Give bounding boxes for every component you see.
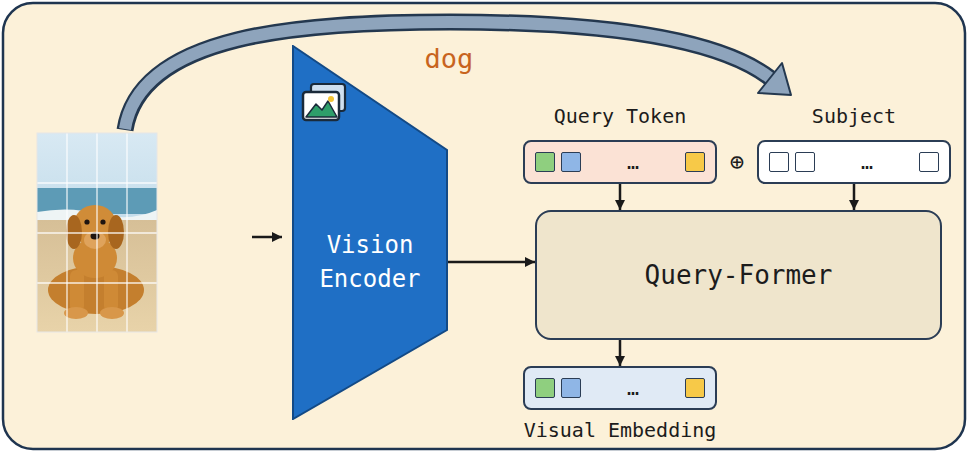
token-square <box>919 152 939 172</box>
flow-arrow <box>619 340 622 366</box>
token-square <box>795 152 815 172</box>
token-row: … <box>759 142 949 182</box>
label-holder: dog <box>425 43 474 74</box>
token-square <box>535 378 555 398</box>
token-square <box>685 378 705 398</box>
vision-encoder: Vision Encoder <box>292 45 448 420</box>
text-holder: Query-Former <box>537 212 940 338</box>
token-row: … <box>525 142 715 182</box>
input-arrow <box>252 236 282 239</box>
image-icon <box>303 84 345 120</box>
ellipsis: … <box>821 150 913 174</box>
text-holder: Vision Encoder <box>292 45 448 420</box>
node-heading: Query Token <box>554 104 686 128</box>
heading-holder: Query Token <box>554 104 686 129</box>
concat-symbol: ⊕ <box>730 148 744 176</box>
ellipsis: … <box>587 150 679 174</box>
token-square <box>561 378 581 398</box>
token-square <box>769 152 789 172</box>
visual-embedding-box: …Visual Embedding <box>523 366 717 410</box>
token-square <box>535 152 555 172</box>
heading-holder: Visual Embedding <box>524 418 717 443</box>
node-heading: Visual Embedding <box>524 418 717 442</box>
heading-holder: Subject <box>812 104 896 129</box>
node-title: Vision Encoder <box>305 229 435 296</box>
outer-panel <box>3 3 965 449</box>
flow-arrow <box>853 184 856 210</box>
trapezoid-outline <box>293 46 447 419</box>
query-former-box: Query-Former <box>535 210 942 340</box>
dog-photo <box>37 133 157 332</box>
ellipsis: … <box>587 376 679 400</box>
node-heading: Subject <box>812 104 896 128</box>
subject-word: dog <box>425 43 474 74</box>
flow-arrow <box>448 261 535 264</box>
subject-box: …Subject <box>757 140 951 184</box>
query-token-box: …Query Token <box>523 140 717 184</box>
label-holder: ⊕ <box>730 148 744 176</box>
subject-arc-arrow <box>125 22 791 130</box>
token-square <box>561 152 581 172</box>
token-square <box>685 152 705 172</box>
flow-arrow <box>619 184 622 210</box>
token-row: … <box>525 368 715 408</box>
node-title: Query-Former <box>645 257 833 293</box>
